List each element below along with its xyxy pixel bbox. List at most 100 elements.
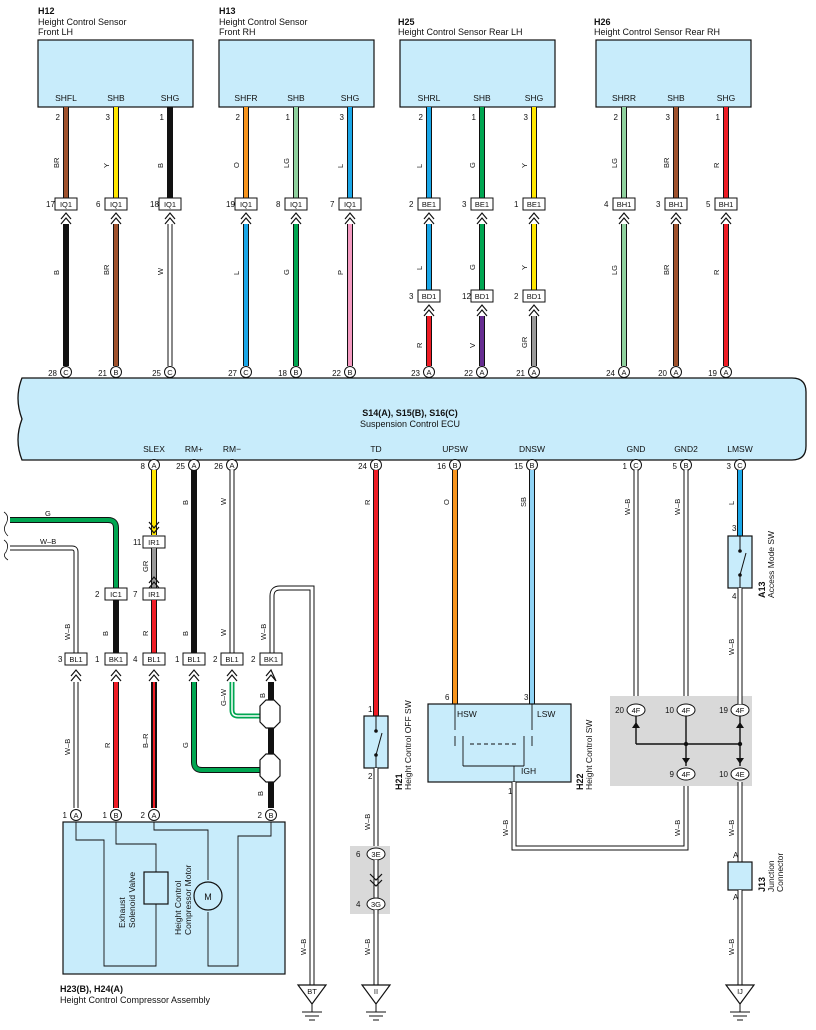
pin-label: 1 bbox=[63, 811, 68, 820]
connector-label: BD1 bbox=[475, 292, 490, 301]
pin-label: 1 bbox=[103, 811, 108, 820]
sensor-h12: H12 Height Control Sensor Front LH bbox=[37, 6, 194, 108]
connector-label: BE1 bbox=[527, 200, 541, 209]
connector-label: IR1 bbox=[148, 538, 160, 547]
pin-label: 6 bbox=[445, 693, 450, 702]
connector-label: IQ1 bbox=[240, 200, 252, 209]
ecu-terminal: TD bbox=[370, 444, 381, 454]
sensor-terminal: SHB bbox=[667, 93, 685, 103]
wire-label: LG bbox=[610, 158, 619, 168]
wire-label: W–B bbox=[727, 939, 736, 955]
pin-label: 10 bbox=[665, 706, 674, 715]
wire-label: W–B bbox=[299, 939, 308, 955]
ecu-connectors: S14(A), S15(B), S16(C) bbox=[362, 408, 458, 418]
junction-label: 3E bbox=[371, 850, 380, 859]
ecu-pin-letter: A bbox=[426, 368, 431, 377]
wire-label: W–B bbox=[63, 624, 72, 640]
pin-label: 3 bbox=[656, 200, 661, 209]
junction-label: 4F bbox=[632, 706, 641, 715]
wire-label: B bbox=[101, 631, 110, 636]
pin-label: 9 bbox=[670, 770, 675, 779]
connector bbox=[417, 289, 441, 303]
wire-label: W–B bbox=[40, 537, 56, 546]
junction-label: 4F bbox=[736, 706, 745, 715]
ground-label: BT bbox=[307, 987, 317, 996]
switch-terminal: IGH bbox=[521, 766, 536, 776]
connector bbox=[158, 197, 182, 211]
pin-label: 1 bbox=[95, 655, 100, 664]
a13-access-mode-switch: L 3 4 A13 Access Mode SW W–B bbox=[727, 470, 776, 704]
sensor-code: H26 bbox=[594, 17, 611, 27]
switch-name: Access Mode SW bbox=[766, 531, 776, 598]
ecu-pin-letter: A bbox=[531, 368, 536, 377]
wire-label: B bbox=[52, 270, 61, 275]
wire-label: O bbox=[232, 162, 241, 168]
connector-bk1 bbox=[104, 652, 128, 666]
junction-connector-box bbox=[727, 861, 753, 891]
compressor-pin bbox=[110, 809, 122, 821]
ecu-pin-letter: A bbox=[151, 461, 156, 470]
pin-label: 2 bbox=[409, 200, 414, 209]
compressor-pin bbox=[265, 809, 277, 821]
pin-label: 7 bbox=[330, 200, 335, 209]
wire-label: W–B bbox=[673, 820, 682, 836]
ecu-pin-number: 25 bbox=[152, 369, 161, 378]
sensor-terminal: SHG bbox=[161, 93, 179, 103]
pin-label: 2 bbox=[514, 292, 519, 301]
connector bbox=[522, 197, 546, 211]
motor-symbol: M bbox=[204, 892, 212, 902]
connector bbox=[714, 197, 738, 211]
pin-label: 1 bbox=[286, 113, 291, 122]
wire-label: W–B bbox=[363, 814, 372, 830]
wire-label: W–B bbox=[259, 624, 268, 640]
sensor-name: Height Control Sensor Rear LH bbox=[398, 27, 523, 37]
sensor-terminal: SHG bbox=[341, 93, 359, 103]
pin-label: 3 bbox=[340, 113, 345, 122]
wire-label: G bbox=[181, 742, 190, 748]
ecu-pin-letter: C bbox=[63, 368, 69, 377]
connector-label: IQ1 bbox=[164, 200, 176, 209]
connector-label: BH1 bbox=[669, 200, 684, 209]
wire-label: R bbox=[141, 630, 150, 636]
ecu-pin-number: 18 bbox=[278, 369, 287, 378]
wire-label: L bbox=[336, 164, 345, 168]
h22-height-control-switch: O SB 6 3 HSW LSW IGH 1 H22 Height Contro… bbox=[427, 470, 689, 851]
pin-label: 17 bbox=[46, 200, 55, 209]
ecu-pin-number: 27 bbox=[228, 369, 237, 378]
ecu-pin-letter: B bbox=[373, 461, 378, 470]
pin-label: 2 bbox=[213, 655, 218, 664]
connector-label: BL1 bbox=[147, 655, 160, 664]
pin-label: 5 bbox=[706, 200, 711, 209]
ecu-pin-number: 19 bbox=[708, 369, 717, 378]
compressor-box bbox=[62, 821, 286, 975]
junction-terminal bbox=[626, 703, 646, 717]
ecu-terminal: RM+ bbox=[185, 444, 203, 454]
ecu-pin-number: 24 bbox=[358, 462, 367, 471]
compressor-pin-letter: A bbox=[73, 811, 78, 820]
wire-label: L bbox=[232, 271, 241, 275]
pin-label: A bbox=[733, 893, 739, 902]
svg-text:L: L bbox=[727, 501, 736, 505]
solenoid-valve bbox=[143, 871, 169, 905]
connector bbox=[664, 197, 688, 211]
compressor-name: Height Control Compressor Assembly bbox=[60, 995, 211, 1005]
connector-bl1-d bbox=[220, 652, 244, 666]
pin-label: 3 bbox=[666, 113, 671, 122]
connector bbox=[234, 197, 258, 211]
ecu-terminal: GND bbox=[627, 444, 646, 454]
ecu-pin-number: 22 bbox=[332, 369, 341, 378]
h21-off-switch: R 1 2 H21 Height Control OFF SW W–B 3E 6… bbox=[350, 470, 413, 1021]
ecu-body bbox=[17, 377, 807, 461]
ecu-name: Suspension Control ECU bbox=[360, 419, 460, 429]
sensor-terminal: SHRL bbox=[418, 93, 441, 103]
ecu-pin-number: 21 bbox=[516, 369, 525, 378]
wire-label: L bbox=[415, 266, 424, 270]
wire-label: GR bbox=[520, 336, 529, 348]
ecu-terminal: SLEX bbox=[143, 444, 165, 454]
wire-label: R bbox=[712, 269, 721, 275]
ecu-pin-letter: B bbox=[293, 368, 298, 377]
pin-label: 2 bbox=[56, 113, 61, 122]
connector-code: J13 bbox=[757, 877, 767, 892]
svg-text:O: O bbox=[442, 499, 451, 505]
